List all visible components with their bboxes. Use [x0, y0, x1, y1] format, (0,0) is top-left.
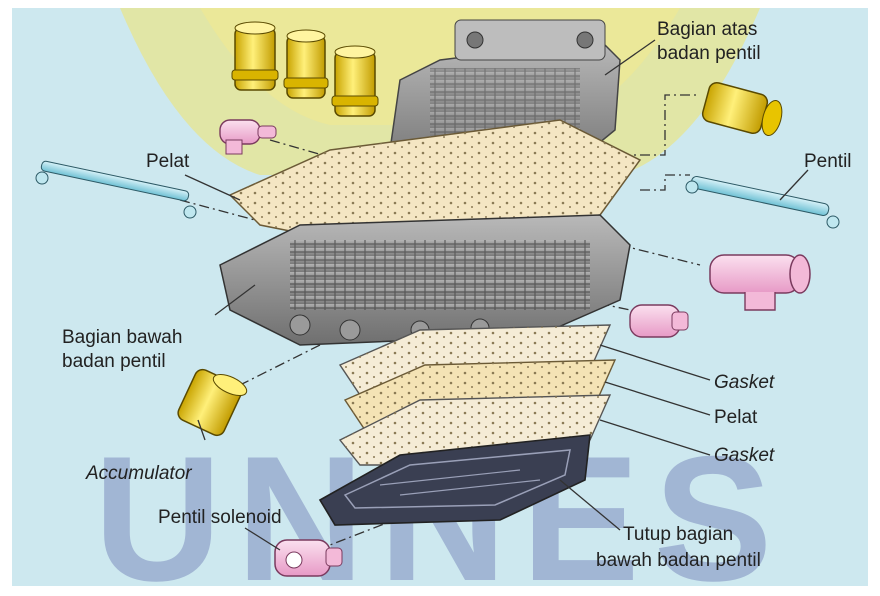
label-plate-top: Pelat — [146, 150, 189, 174]
label-gasket-1: Gasket — [714, 371, 774, 395]
label-lower-body-line1: Bagian bawah — [62, 326, 182, 350]
accumulator-piston-1 — [232, 22, 278, 90]
label-solenoid-valve: Pentil solenoid — [158, 506, 282, 530]
label-lower-cover-line1: Tutup bagian — [623, 523, 733, 547]
label-lower-cover-line2: bawah badan pentil — [596, 549, 761, 573]
label-accumulator: Accumulator — [86, 462, 192, 486]
label-upper-body-line1: Bagian atas — [657, 18, 757, 42]
label-upper-body-line2: badan pentil — [657, 42, 761, 66]
label-gasket-2: Gasket — [714, 444, 774, 468]
label-plate-2: Pelat — [714, 406, 757, 430]
accumulator-piston-2 — [284, 30, 328, 98]
accumulator-piston-3 — [332, 46, 378, 116]
label-lower-body-line2: badan pentil — [62, 350, 166, 374]
label-valve-right: Pentil — [804, 150, 852, 174]
